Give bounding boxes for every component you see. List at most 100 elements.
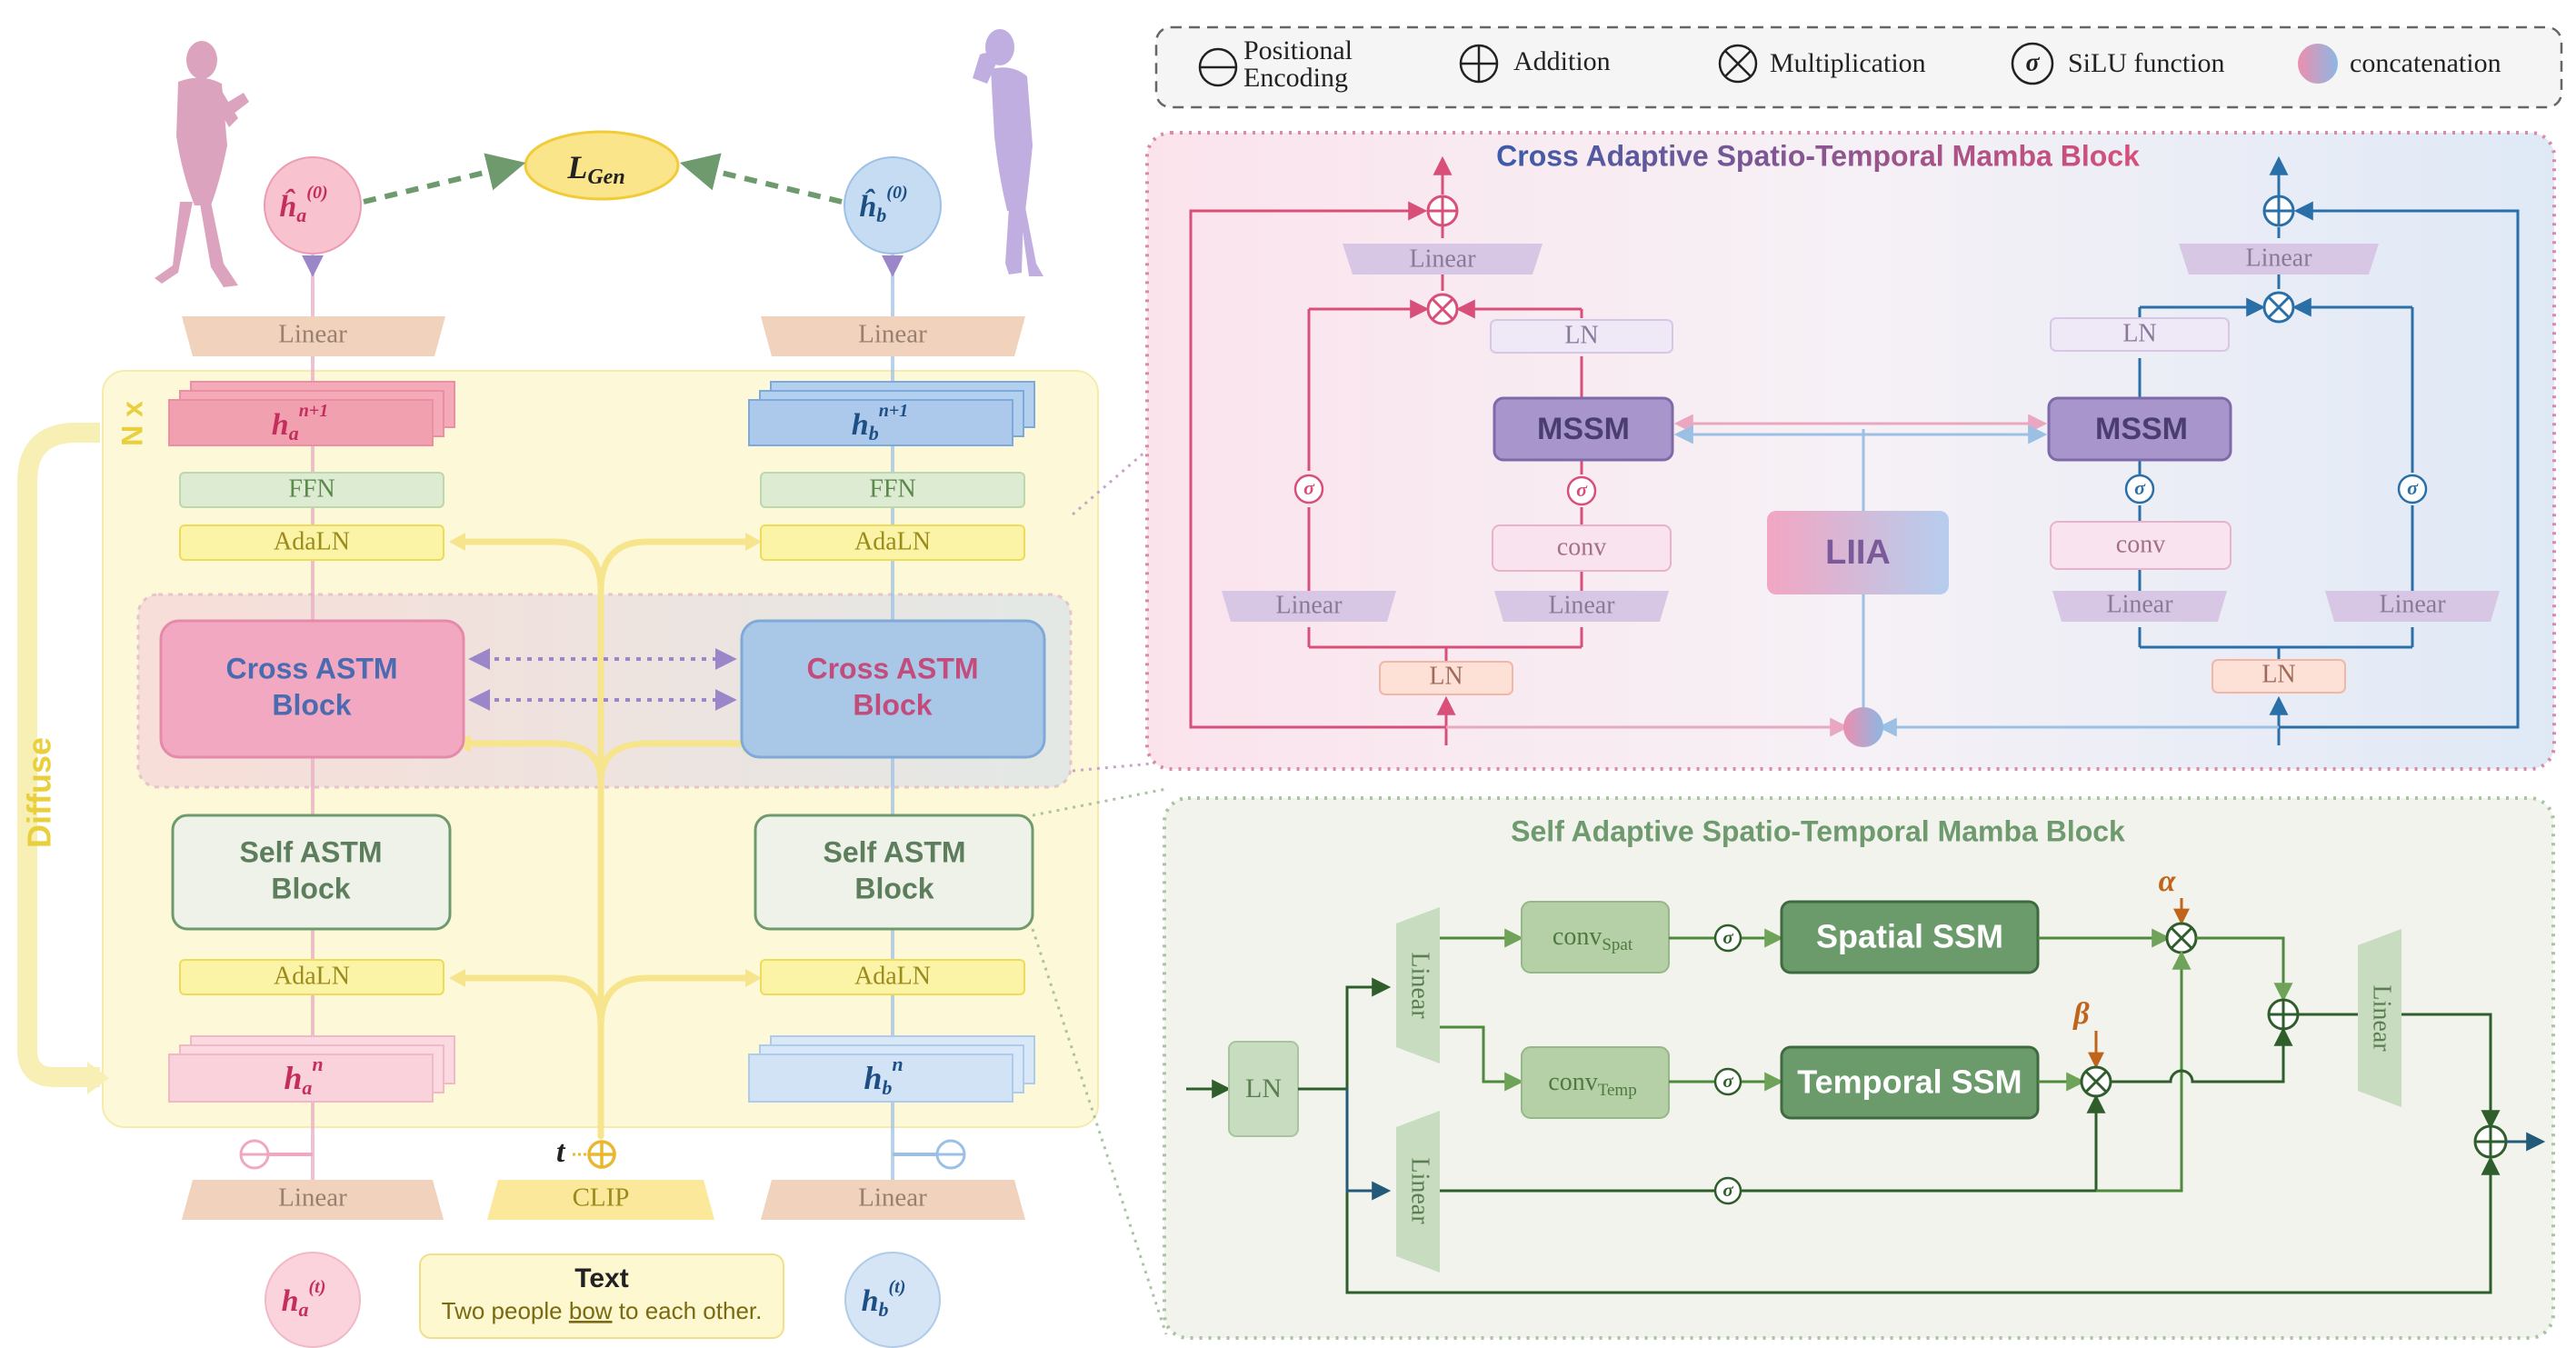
cross-conv-b (2050, 521, 2232, 570)
text-prompt-box (419, 1253, 784, 1339)
text-prompt-title: Text (574, 1263, 628, 1293)
h-hat-b-output (844, 156, 942, 255)
svg-text:FFN: FFN (288, 474, 334, 503)
cross-linear-b-left (2052, 591, 2227, 622)
svg-text:Linear: Linear (278, 320, 347, 349)
liia-block (1767, 511, 1949, 594)
timestep-add-icon (587, 1140, 616, 1169)
svg-text:LN: LN (1429, 662, 1463, 690)
svg-text:σ: σ (1722, 1070, 1733, 1092)
cross-sigma-a-right-icon: σ (1566, 475, 1597, 506)
adaln-a-bottom (179, 959, 444, 995)
adaln-b-top (760, 524, 1025, 561)
beta-label: β (2072, 997, 2090, 1031)
timestep-label: t (556, 1135, 566, 1169)
svg-text:Cross ASTM: Cross ASTM (806, 652, 978, 684)
clip-encoder (487, 1180, 714, 1220)
adaln-a-top (179, 524, 444, 561)
svg-text:LN: LN (1564, 321, 1598, 349)
linear-in-a (182, 1180, 444, 1220)
human-figure-b (973, 29, 1043, 276)
svg-text:LN: LN (2122, 319, 2156, 347)
svg-text:conv: conv (2116, 530, 2165, 558)
svg-text:convSpat: convSpat (1553, 923, 1633, 954)
positional-encoding-icon (1198, 47, 1238, 87)
diffuse-label: Diffuse (21, 737, 58, 848)
cross-astm-block-a (159, 619, 465, 759)
svg-text:σ: σ (1576, 478, 1588, 501)
svg-text:FFN: FFN (869, 474, 915, 503)
diffuse-loop (17, 423, 100, 1087)
self-mul-spat-icon (2165, 922, 2198, 954)
pos-enc-b-icon (893, 1139, 966, 1170)
svg-text:han: han (284, 1053, 323, 1099)
svg-text:ĥb(0): ĥb(0) (859, 183, 907, 226)
svg-text:AdaLN: AdaLN (274, 962, 350, 990)
svg-text:ĥa(0): ĥa(0) (279, 183, 327, 226)
self-astm-block-a (171, 814, 452, 931)
self-sigma-temp-icon: σ (1713, 1067, 1742, 1096)
cross-mssm-a (1493, 396, 1674, 462)
cross-linear-b-top (2179, 244, 2379, 275)
legend-concatenation: concatenation (2350, 48, 2501, 78)
svg-text:LN: LN (2261, 660, 2295, 688)
cross-ln-b-bottom (2212, 659, 2346, 694)
svg-text:Linear: Linear (1409, 245, 1476, 273)
svg-text:hbn+1: hbn+1 (852, 401, 908, 444)
adaln-b-bottom (760, 959, 1025, 995)
cross-add-a-icon (1426, 195, 1459, 227)
cross-astm-block-b (740, 619, 1046, 759)
svg-text:σ: σ (2407, 476, 2419, 499)
self-add-out-icon (2473, 1124, 2508, 1159)
h-b-n: hbn (748, 1035, 1035, 1103)
cross-ln-a-top (1490, 319, 1673, 354)
ffn-b (760, 472, 1025, 508)
svg-text:Linear: Linear (1548, 591, 1615, 619)
svg-text:MSSM: MSSM (2095, 412, 2188, 446)
svg-text:LGen: LGen (566, 149, 624, 188)
svg-text:ha(t): ha(t) (282, 1277, 326, 1321)
self-add-mid-icon (2267, 998, 2300, 1031)
cross-block-panel: Cross Adaptive Spatio-Temporal Mamba Blo… (1145, 131, 2556, 771)
cross-mul-b-icon (2262, 291, 2295, 324)
svg-text:Linear: Linear (1406, 952, 1434, 1019)
svg-text:σ: σ (1303, 476, 1315, 499)
h-a-n-plus-1: han+1 (168, 381, 455, 446)
cross-block-title: Cross Adaptive Spatio-Temporal Mamba Blo… (1496, 139, 2140, 172)
multiplication-icon (1718, 44, 1758, 84)
svg-text:σ: σ (1722, 1179, 1733, 1201)
svg-text:σ: σ (1722, 926, 1733, 948)
legend-frame (1154, 25, 2563, 109)
h-b-n-plus-1: hbn+1 (748, 381, 1035, 446)
human-figure-a (155, 41, 249, 287)
svg-text:Linear: Linear (2379, 590, 2446, 618)
h-hat-a-output (264, 156, 362, 255)
n-times-label: N x (115, 401, 148, 446)
cross-conv-a (1492, 524, 1672, 572)
ffn-a (179, 472, 444, 508)
legend-positional-2: Encoding (1243, 63, 1348, 93)
cross-sigma-a-left-icon: σ (1293, 474, 1324, 504)
cross-concat-icon (1843, 707, 1883, 747)
text-prompt-caption: Two people bow to each other. (442, 1297, 763, 1324)
svg-text:σ: σ (2025, 48, 2040, 76)
svg-text:AdaLN: AdaLN (854, 962, 931, 990)
svg-text:hb(t): hb(t) (862, 1277, 906, 1321)
svg-text:Block: Block (854, 872, 934, 904)
linear-out-b (761, 316, 1025, 356)
svg-text:Spatial SSM: Spatial SSM (1816, 918, 2003, 955)
linear-in-b (761, 1180, 1025, 1220)
self-mul-temp-icon (2080, 1065, 2112, 1098)
svg-text:hbn: hbn (864, 1053, 903, 1099)
svg-text:Self ASTM: Self ASTM (239, 835, 382, 868)
legend-positional-1: Positional (1243, 35, 1353, 65)
silu-icon: σ (2011, 42, 2054, 85)
self-linear-right (2358, 929, 2401, 1107)
self-linear-bottom (1396, 1111, 1440, 1273)
svg-text:Linear: Linear (858, 1183, 927, 1213)
svg-text:convTemp: convTemp (1548, 1068, 1636, 1100)
self-linear-top (1396, 907, 1440, 1063)
svg-text:Block: Block (272, 688, 351, 721)
h-a-t-input (265, 1252, 361, 1348)
self-block-panel: Self Adaptive Spatio-Temporal Mamba Bloc… (1163, 796, 2555, 1340)
